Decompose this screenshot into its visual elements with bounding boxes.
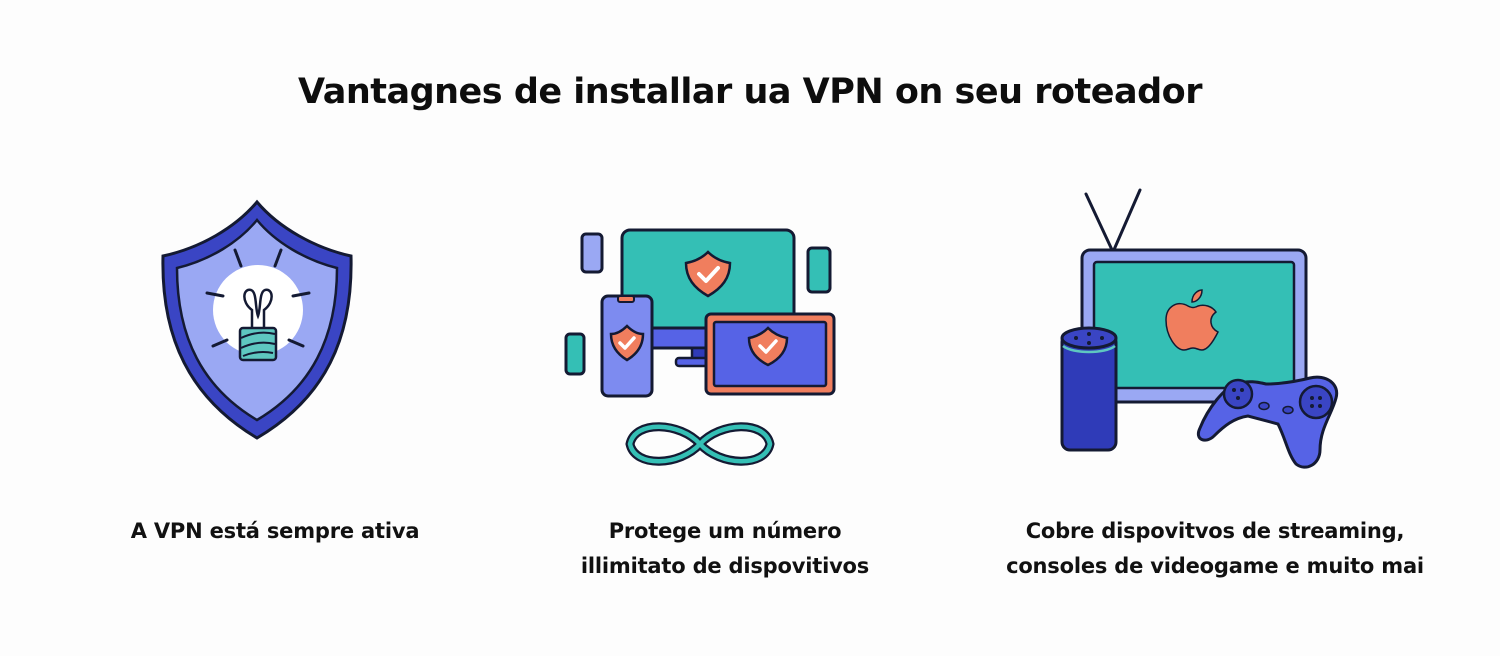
tv-speaker-gamepad-icon [1058, 188, 1348, 478]
feature-caption-unlimited-devices: Protege um número illimitato de dispovit… [540, 514, 910, 584]
caption-line: A VPN está sempre ativa [130, 519, 420, 543]
multiple-devices-infinity-icon [560, 222, 840, 472]
caption-line: consoles de videogame e muito mai [1006, 554, 1424, 578]
feature-caption-always-on: A VPN está sempre ativa [90, 514, 460, 549]
caption-line: Protege um número [608, 519, 842, 543]
shield-lightbulb-icon [155, 198, 360, 443]
caption-line: illimitato de dispovitivos [580, 554, 870, 578]
feature-caption-streaming-consoles: Cobre dispovitvos de streaming, consoles… [965, 514, 1465, 584]
caption-line: Cobre dispovitvos de streaming, [1025, 519, 1405, 543]
page-title: Vantagnes de installar ua VPN on seu rot… [298, 72, 1202, 112]
